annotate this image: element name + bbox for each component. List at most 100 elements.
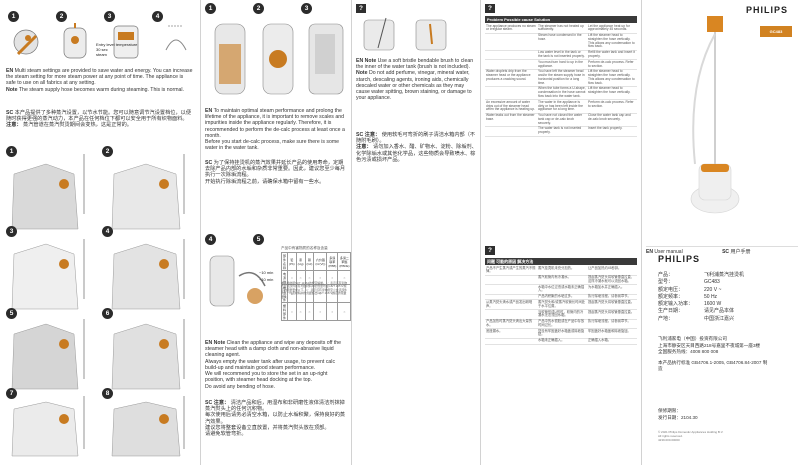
empty-tank-note-cn: 每次使用后请务必清空水箱，以防止水垢积聚，保持良好的蒸汽效果。 (205, 412, 346, 425)
clean-note-cn: 清洁产品和后，用湿布和非研磨性液体清洁剂抹掉蒸汽熨头上的任何沉积物。 (205, 400, 345, 413)
problem-cell: An excessive amount of water drips out o… (486, 99, 535, 112)
photo-badge: 2 (102, 146, 113, 157)
cause-cell: 水箱中水位过低或水箱未正确插入。 (538, 284, 585, 293)
en-decalc-section: EN To maintain optimal steam performance… (205, 108, 347, 152)
help-icon: ? (356, 4, 366, 13)
decalc-text: To maintain optimal steam performance an… (205, 108, 345, 139)
cause-cell: 蒸汽软管内有冷凝水。 (538, 275, 571, 280)
solution-cell: 正确插入水箱。 (588, 338, 612, 343)
table-row: You must turn hard to up in the applianc… (485, 60, 637, 70)
table-row: Steam hose condensed in the hose.Lift th… (485, 33, 637, 51)
table-row: An excessive amount of water drips out o… (485, 99, 637, 114)
solution-cell: Close the water tank cap and de-calc kno… (588, 113, 631, 121)
cause-cell: You have left the steamer head and/or th… (538, 69, 585, 85)
decalc-illustration (214, 23, 344, 95)
table-row: 电源线 ○ ○ ○ ○ ○ ○ (280, 270, 351, 285)
issue-date: 发行日期：2104.30 (658, 415, 698, 420)
note-label: Note (213, 340, 226, 346)
hazardous-substances-table: 部件名称 铅(Pb) 汞(Hg) 镉(Cd) 六价铬(Cr(VI)) 多溴联苯(… (280, 252, 351, 321)
steam-settings-text-cn: 本产品提供了多种蒸汽设置，以节水节能。您可以随意调节汽设置档位，以便随时获得更强… (6, 110, 192, 123)
cover-sheet: PHILIPS GC483 EN User manual SC 用户手册 PHI… (642, 0, 802, 465)
step-badge: 5 (253, 234, 264, 245)
troubleshooting-header-cn: 问题 可能的原因 解决方法 (485, 258, 637, 265)
help-icon: ? (485, 4, 495, 13)
cleaning-sheet: ? EN Note Use a soft bristle bendable br… (352, 0, 480, 465)
table-cell: ○ (313, 302, 328, 321)
photo-badge: 4 (102, 226, 113, 237)
cause-cell: You must turn hard to up in the applianc… (538, 59, 583, 68)
spec-value: GC483 (704, 279, 720, 286)
spec-label: 额定电压： (658, 286, 684, 293)
table-row: Water droplets drip from the steamer hea… (485, 69, 637, 87)
table-cell: 塑料部件 (280, 302, 289, 321)
decalc-sheet: 1 2 3 EN To maintain optimal steam perfo… (201, 0, 351, 465)
hose-warm-note: The steam supply hose becomes warm durin… (18, 86, 185, 93)
solution-cell: 提起蒸汽熨头将软管垂直拉直。 (588, 299, 635, 304)
step-badge: 2 (253, 3, 264, 14)
spec-row: 额定频率：50 Hz (658, 294, 798, 301)
spec-value: 中国浙江嘉兴 (704, 315, 735, 322)
problem-cell (485, 51, 537, 60)
table-cell: ○ (337, 302, 351, 321)
table-row: 蒸汽软管内有冷凝水。 提起蒸汽熨头将软管垂直拉直，这样冷凝水就可以流回水箱。 (485, 275, 637, 286)
solution-cell: Lift the steamer head to straighten the … (588, 33, 635, 49)
user-manual-title: User manual (654, 249, 683, 255)
note-label: Note (356, 70, 368, 77)
cause-cell: 产品中的水很脏或在产品中存放时间过长。 (538, 319, 585, 327)
table-cell: ○ (287, 302, 297, 321)
language-label: SC (205, 160, 213, 166)
solution-cell: 执行除垢流程。请参阅章节。 (588, 319, 631, 324)
cause-cell: The water in the appliance is dirty or h… (538, 99, 583, 112)
hose-note: Do avoid any bending of hose. (205, 383, 276, 390)
troubleshooting-sheet: ? Problem Possible cause Solution The ap… (481, 0, 641, 465)
warranty-label: 保修期限： (658, 408, 681, 413)
fold-line (200, 0, 201, 465)
table-row: 产品内积聚的水垢过多。执行除垢流程。请参阅章节。 (485, 294, 637, 301)
table-row: 水箱中水位过低或水箱未正确插入。为水箱加水并正确插入。 (485, 285, 637, 295)
timer-label: ~10 min (259, 277, 274, 282)
problem-cell (485, 34, 537, 50)
photo-badge: 3 (6, 226, 17, 237)
table-header: 镉(Cd) (304, 252, 315, 271)
solution-cell: 提起蒸汽熨头将软管垂直拉直，这样冷凝水就可以流回水箱。 (588, 275, 635, 283)
problem-cell (485, 295, 537, 300)
timer-label: ~10 min (259, 270, 274, 275)
standard-note: 本产品执行标准 GB4706.1-2005, GB4706.84-2007 制造 (658, 360, 768, 372)
fold-line (480, 0, 481, 465)
no-chemicals-note-cn: 请勿加入香水、醋、矿物水、淀粉、除垢剂、化学除垢水或其他化学品，这些物质会导致喷… (356, 144, 477, 163)
note-label: 注意： (356, 144, 372, 151)
cause-cell: The water tank is not inserted properly. (538, 126, 582, 135)
product-specs: 产品：飞利浦蒸汽挂烫机 型号：GC483 额定电压：220 V ~ 额定频率：5… (658, 272, 798, 323)
troubleshooting-grid-cn: 产品不产生蒸汽或产生的蒸汽不规律。蒸汽挂烫机未充分加热。让产品加热约45秒钟。 … (485, 266, 637, 345)
note-label: Note (6, 86, 18, 93)
spec-label: 产地： (658, 315, 674, 322)
problem-cell (485, 276, 537, 285)
step-badge: 3 (301, 3, 312, 14)
spec-row: 型号：GC483 (658, 279, 798, 286)
table-cell: ○ (326, 302, 339, 321)
spec-label: 产品： (658, 272, 674, 278)
decalc-text-2: Before you start de-calc process, make s… (205, 139, 340, 152)
problem-cell: 产品加热时蒸汽熨头滴出大量的水。 (486, 319, 533, 327)
table-header: 多溴二苯醚(PBDE) (337, 252, 351, 271)
spec-label: 生产日期： (658, 308, 684, 315)
spec-label: 额定输入功率： (658, 301, 694, 307)
photo-badge: 7 (6, 388, 17, 399)
solution-cell: 牢固盖好水箱盖和除垢旋钮。 (588, 328, 631, 333)
hazardous-table-title: 产品中有害物质的名称及含量 (281, 246, 328, 250)
problem-cell (485, 310, 537, 319)
problem-cell: Water leaks out from the steamer base. (486, 113, 535, 121)
solution-cell: 为水箱加水并正确插入。 (588, 284, 625, 289)
step-badge: 4 (205, 234, 216, 245)
user-manual-title-cn: 用户手册 (730, 249, 751, 255)
step-badge: 4 (152, 11, 163, 22)
table-cell: ○ (304, 302, 315, 321)
table-row: The water tank is not inserted properly.… (485, 127, 637, 137)
solution-cell: 执行除垢流程。请参阅章节。 (588, 294, 631, 299)
problem-cell: 产品不产生蒸汽或产生的蒸汽不规律。 (486, 265, 536, 274)
garment-steamer-product-image (690, 16, 740, 214)
language-label: SC (722, 249, 730, 255)
language-label: EN (646, 249, 653, 255)
spec-row: 额定输入功率：1600 W (658, 301, 798, 308)
solution-cell: Refill the water tank and insert it prop… (588, 50, 635, 58)
